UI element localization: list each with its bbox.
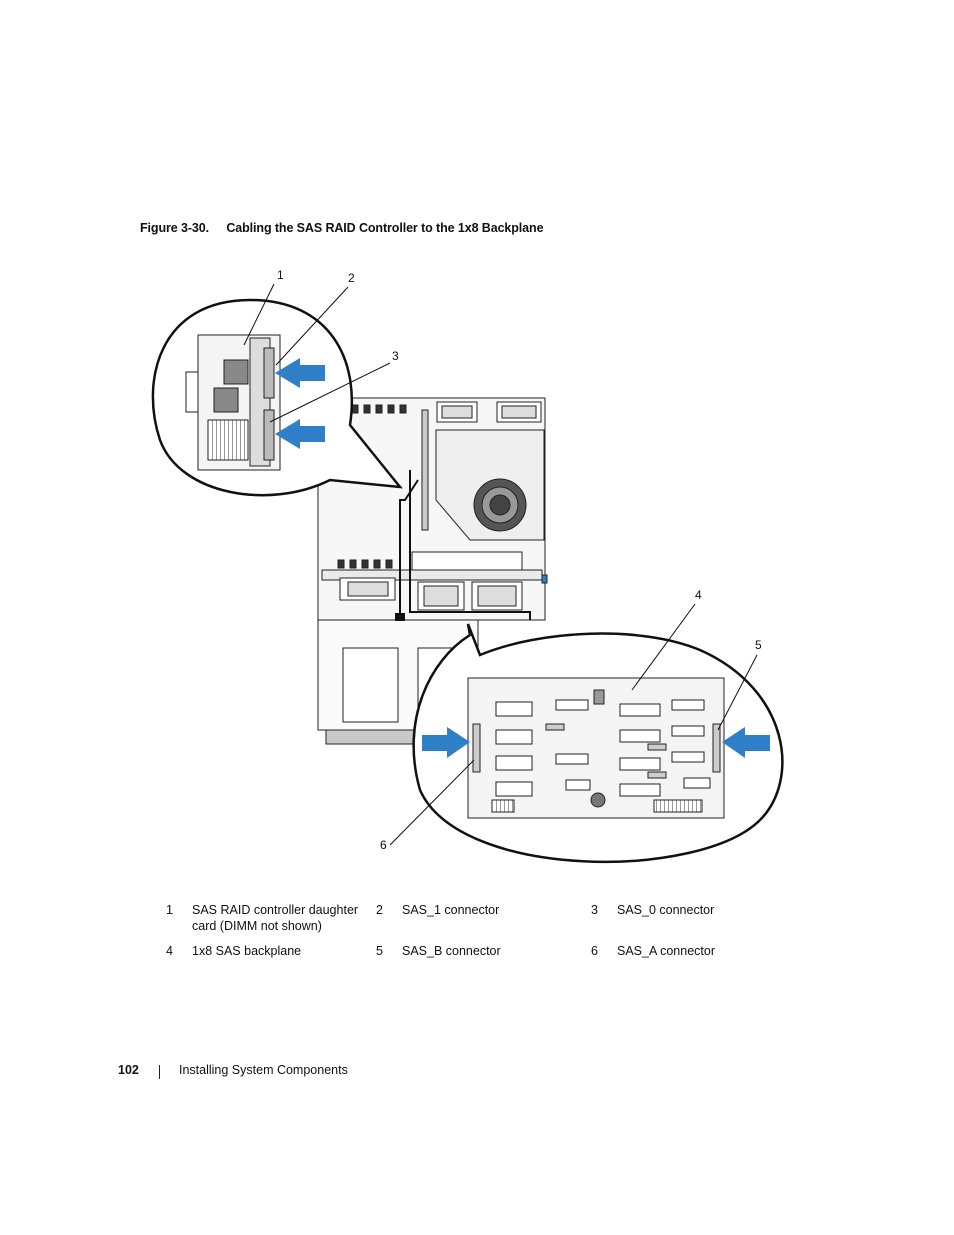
- callout-4: 4: [695, 588, 702, 602]
- sas-a-arrow: [422, 727, 470, 758]
- section-title: Installing System Components: [179, 1063, 348, 1077]
- callout-2: 2: [348, 271, 355, 285]
- sas-cables: [395, 470, 531, 621]
- sas-0-arrow: [275, 419, 325, 449]
- figure-caption: Figure 3-30. Cabling the SAS RAID Contro…: [140, 221, 544, 235]
- controller-magnifier: [151, 298, 403, 497]
- sas-b-arrow: [722, 727, 770, 758]
- legend-table: 1 SAS RAID controller daughter card (DIM…: [160, 902, 760, 984]
- page-footer: 102 Installing System Components: [118, 1063, 348, 1079]
- sas-raid-controller-card: [185, 334, 281, 471]
- figure-number: Figure 3-30.: [140, 221, 209, 235]
- cabling-diagram: 1 2 3 4 5 6: [151, 268, 784, 863]
- backplane-magnifier: [412, 623, 784, 863]
- figure-title: Cabling the SAS RAID Controller to the 1…: [226, 221, 544, 235]
- page-number: 102: [118, 1063, 139, 1077]
- sas-backplane-board: [467, 677, 725, 819]
- callout-5: 5: [755, 638, 762, 652]
- callout-3: 3: [392, 349, 399, 363]
- sas-1-arrow: [275, 358, 325, 388]
- callout-1: 1: [277, 268, 284, 282]
- footer-divider: [159, 1065, 160, 1079]
- legend-row: 4 1x8 SAS backplane 5 SAS_B connector 6 …: [166, 944, 715, 958]
- callout-numbers: 1 2 3 4 5 6: [277, 268, 762, 852]
- legend-row: 1 SAS RAID controller daughter card (DIM…: [166, 903, 715, 933]
- callout-leaders: [243, 283, 758, 846]
- callout-6: 6: [380, 838, 387, 852]
